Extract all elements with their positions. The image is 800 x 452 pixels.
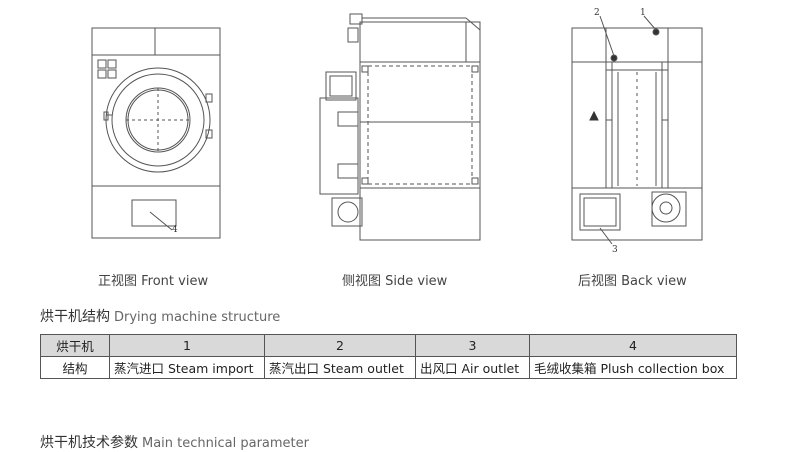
- header-cell-3: 3: [415, 334, 530, 357]
- parameters-section-title: 烘干机技术参数 Main technical parameter: [40, 432, 309, 452]
- structure-table-row: 结构 蒸汽进口 Steam import 蒸汽出口 Steam outlet 出…: [40, 356, 737, 379]
- structure-table-header-row: 烘干机 1 2 3 4: [40, 334, 737, 357]
- structure-table: 烘干机 1 2 3 4 结构 蒸汽进口 Steam import 蒸汽出口 St…: [40, 334, 737, 379]
- cell-air-outlet: 出风口 Air outlet: [415, 356, 530, 379]
- front-view-drawing: [91, 27, 221, 239]
- structure-title-cn: 烘干机结构: [40, 309, 110, 325]
- cell-plush-collection-box: 毛绒收集箱 Plush collection box: [529, 356, 737, 379]
- technical-drawings: 4: [91, 8, 703, 255]
- cell-steam-import: 蒸汽进口 Steam import: [109, 356, 265, 379]
- cell-steam-outlet: 蒸汽出口 Steam outlet: [264, 356, 416, 379]
- back-view-drawing: [571, 15, 703, 245]
- back-callout-2: 2: [594, 8, 600, 18]
- side-view-drawing: [319, 13, 481, 241]
- back-callout-3: 3: [612, 245, 618, 255]
- parameters-title-cn: 烘干机技术参数: [40, 435, 138, 451]
- row-label-structure: 结构: [40, 356, 110, 379]
- structure-section-title: 烘干机结构 Drying machine structure: [40, 306, 280, 326]
- back-callout-1: 1: [640, 8, 646, 18]
- front-view-caption: 正视图 Front view: [98, 274, 209, 289]
- side-view-caption: 侧视图 Side view: [342, 274, 448, 289]
- front-callout-4: 4: [172, 225, 178, 235]
- back-view-caption: 后视图 Back view: [578, 274, 687, 289]
- header-cell-machine: 烘干机: [40, 334, 110, 357]
- header-cell-4: 4: [529, 334, 737, 357]
- header-cell-2: 2: [264, 334, 416, 357]
- parameters-title-en: Main technical parameter: [142, 436, 309, 451]
- structure-title-en: Drying machine structure: [114, 310, 281, 325]
- header-cell-1: 1: [109, 334, 265, 357]
